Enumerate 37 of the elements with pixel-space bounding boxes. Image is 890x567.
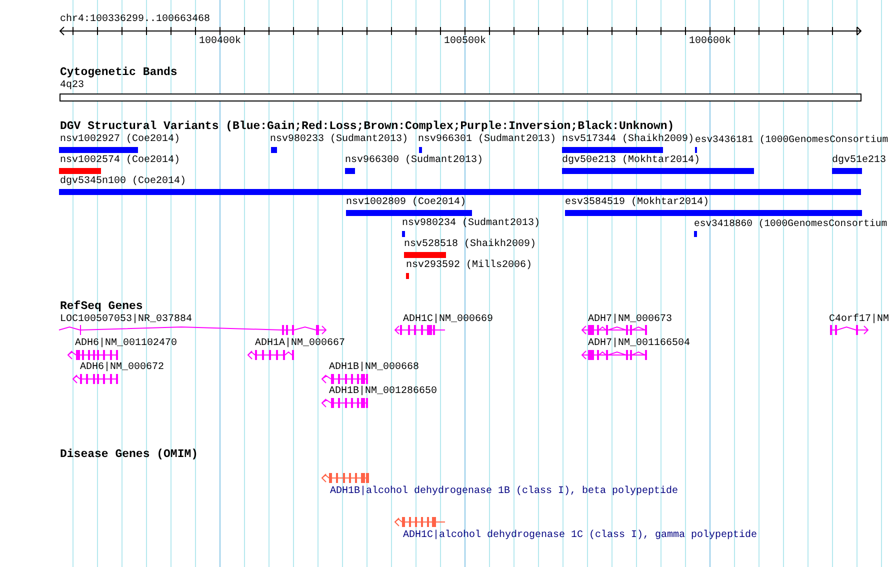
variant-label: nsv980233 (Sudmant2013) [270, 134, 408, 145]
tick-label: 100500k [444, 36, 486, 47]
gene-label: LOC100507053|NR_037884 [60, 314, 192, 325]
variant-label: esv3584519 (Mokhtar2014) [565, 197, 710, 208]
variant-label: nsv1002927 (Coe2014) [60, 134, 180, 145]
variant-label: dgv51e213 [832, 155, 886, 166]
gene-label: ADH1C|NM_000669 [403, 314, 494, 325]
variant-label: dgv50e213 (Mokhtar2014) [562, 155, 700, 166]
variant-label: dgv5345n100 (Coe2014) [60, 176, 186, 187]
variant-label: nsv528518 (Shaikh2009) [404, 239, 536, 250]
variant-label: nsv293592 (Mills2006) [406, 260, 532, 271]
variant-label: nsv980234 (Sudmant2013) [402, 218, 540, 229]
disease-gene-label: ADH1B|alcohol dehydrogenase 1B (class I), beta polypeptide [330, 486, 678, 497]
band-label: 4q23 [60, 80, 84, 91]
track-title: RefSeq Genes [60, 301, 143, 313]
gene-label: ADH1A|NM_000667 [255, 338, 346, 349]
coordinate-label: chr4:100336299..100663468 [60, 14, 210, 25]
track-title: Cytogenetic Bands [60, 67, 178, 79]
gene-label: C4orf17|NM [829, 314, 890, 325]
variant-label: nsv966300 (Sudmant2013) [345, 155, 484, 166]
gene-label: ADH7|NM_000673 [588, 314, 672, 325]
gene-label: ADH6|NM_001102470 [75, 338, 178, 349]
variant-label: nsv1002809 (Coe2014) [346, 197, 466, 208]
gene-label: ADH6|NM_000672 [80, 362, 164, 373]
gene-label: ADH7|NM_001166504 [588, 338, 690, 349]
track-title: DGV Structural Variants (Blue:Gain;Red:Loss;Brown:Complex;Purple:Inversion;Black:Unknown) [60, 121, 674, 133]
variant-label: esv3418860 (1000GenomesConsortium [694, 218, 888, 229]
tick-label: 100600k [689, 36, 732, 47]
variant-label: esv3436181 (1000GenomesConsortium [695, 134, 888, 145]
variant-label: nsv517344 (Shaikh2009) [562, 134, 694, 145]
gene-label: ADH1B|NM_001286650 [329, 386, 438, 397]
tick-label: 100400k [199, 36, 242, 47]
track-title: Disease Genes (OMIM) [60, 449, 198, 461]
variant-label: nsv1002574 (Coe2014) [60, 155, 180, 166]
disease-gene-label: ADH1C|alcohol dehydrogenase 1C (class I), gamma polypeptide [403, 530, 758, 541]
gene-label: ADH1B|NM_000668 [329, 362, 420, 373]
variant-label: nsv966301 (Sudmant2013) [418, 134, 556, 145]
